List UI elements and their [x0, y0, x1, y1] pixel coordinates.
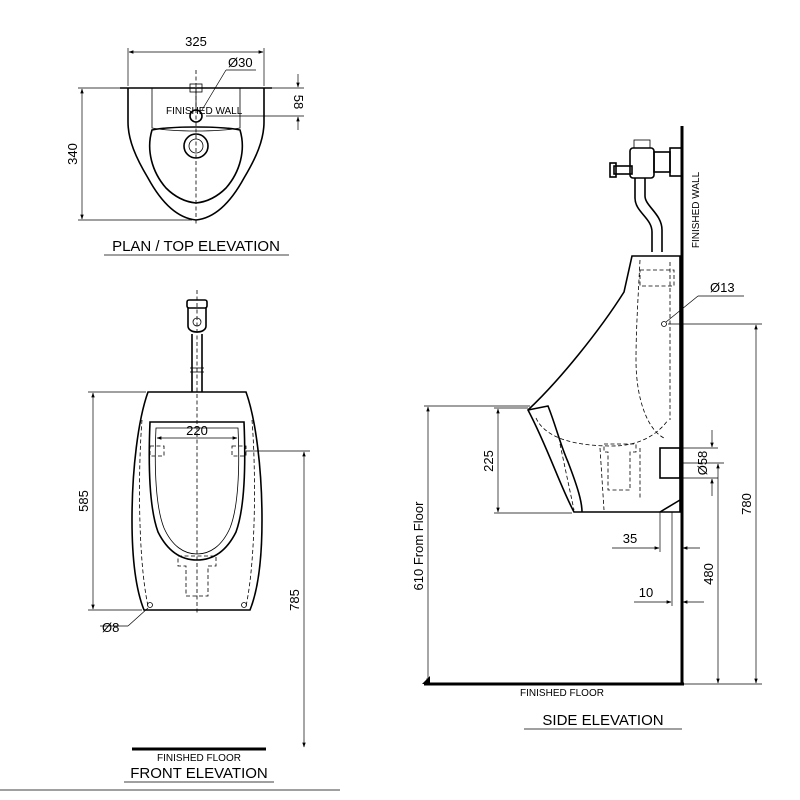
- front-title: FRONT ELEVATION: [130, 765, 268, 782]
- side-pipe: [644, 178, 663, 252]
- side-valve-cap: [633, 139, 651, 149]
- side-outlet: [659, 447, 681, 479]
- side-dim-top-height: 780: [739, 493, 754, 515]
- plan-dim-depth: 340: [65, 143, 80, 165]
- plan-title: PLAN / TOP ELEVATION: [112, 238, 280, 255]
- front-view: 220 585 785 Ø8 FINISHED FLOOR FRONT ELEV…: [76, 290, 310, 783]
- side-dim-rim-depth: 225: [481, 450, 496, 472]
- plan-view: 325 Ø30 58 FINISHED WALL 340 PLAN / TOP …: [65, 34, 306, 256]
- side-hole-leader: [665, 295, 699, 323]
- side-title: SIDE ELEVATION: [542, 712, 663, 729]
- side-body-outline: [527, 255, 681, 513]
- front-trap: [177, 555, 217, 597]
- front-body-hidden: [139, 419, 255, 607]
- side-internal-rib: [639, 269, 675, 287]
- front-hole-left: [147, 602, 153, 608]
- side-foot: [659, 499, 681, 513]
- side-wall-flange: [669, 147, 683, 177]
- side-dim-projection: 35: [623, 531, 637, 546]
- side-dim-gap: 10: [639, 585, 653, 600]
- front-dim-bowl-width: 220: [186, 423, 208, 438]
- plan-wall-label: FINISHED WALL: [166, 106, 243, 117]
- side-body-hidden: [535, 259, 671, 511]
- side-valve-connector: [653, 151, 671, 173]
- front-lug-right: [231, 445, 247, 457]
- front-floor-label: FINISHED FLOOR: [157, 753, 241, 764]
- side-floor-label: FINISHED FLOOR: [520, 688, 604, 699]
- front-dim-hole: Ø8: [102, 620, 119, 635]
- plan-dim-offset: 58: [291, 95, 306, 109]
- plan-dim-width: 325: [185, 34, 207, 49]
- front-dim-mount: 785: [287, 589, 302, 611]
- side-valve-body: [629, 147, 655, 179]
- front-dim-height: 585: [76, 490, 91, 512]
- front-hole-right: [241, 602, 247, 608]
- front-lug-left: [149, 445, 165, 457]
- side-view: FINISHED WALL Ø13 225: [411, 126, 762, 730]
- side-wall-label: FINISHED WALL: [691, 171, 702, 248]
- side-dim-from-floor: 610 From Floor: [411, 501, 426, 591]
- side-rim: [527, 405, 583, 513]
- front-body-outline: [131, 391, 263, 611]
- plan-dim-inlet: Ø30: [228, 55, 253, 70]
- side-pipe: [634, 178, 653, 252]
- side-hole: [661, 321, 667, 327]
- side-valve-handle-end: [609, 162, 617, 178]
- side-trap: [603, 443, 637, 491]
- plan-inlet-leader: [201, 69, 227, 111]
- plan-inner-bowl: [148, 126, 244, 204]
- side-valve-handle: [613, 165, 633, 175]
- side-dim-hole: Ø13: [710, 280, 735, 295]
- side-dim-outlet-height: 480: [701, 563, 716, 585]
- side-floor-marker: [422, 676, 430, 684]
- front-hole-leader: [127, 607, 149, 627]
